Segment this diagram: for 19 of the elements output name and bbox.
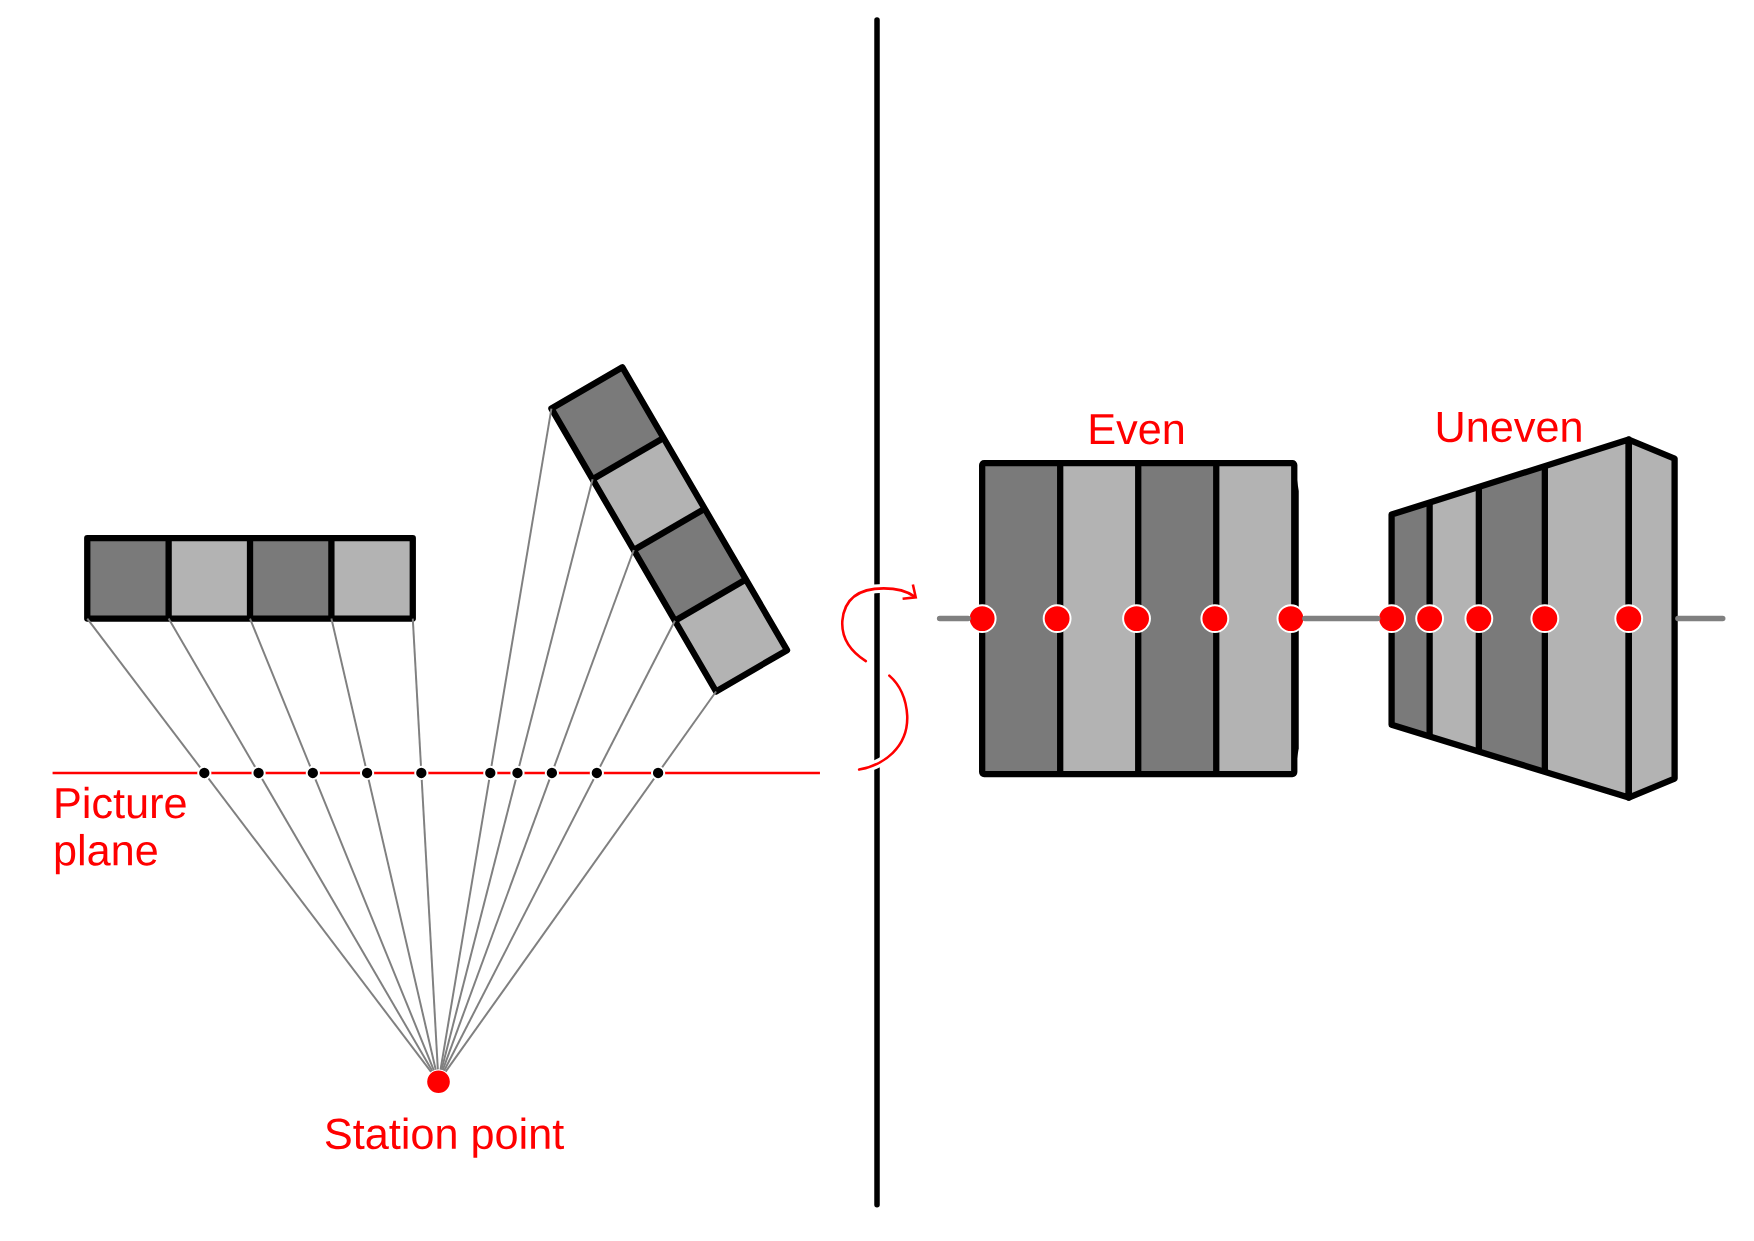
projection-line — [330, 617, 437, 1071]
heading: Even — [1090, 414, 1183, 445]
dot-label: Station point — [325, 1117, 564, 1158]
projection-line — [441, 549, 635, 1072]
connector-line — [1302, 616, 1381, 622]
projection-line — [167, 617, 434, 1073]
projection-line — [411, 617, 439, 1071]
projection-line — [440, 478, 594, 1071]
projection-line — [439, 407, 553, 1071]
connector-line — [1675, 616, 1726, 622]
projection-line — [443, 619, 676, 1072]
striped-bar — [548, 364, 791, 695]
striped-bar — [84, 535, 416, 622]
projection-line — [86, 617, 433, 1074]
projection-line — [444, 690, 718, 1073]
heading: Uneven — [1437, 412, 1581, 443]
projection-line — [249, 617, 435, 1072]
connector-line — [936, 616, 971, 622]
label: Picture plane — [55, 786, 186, 875]
